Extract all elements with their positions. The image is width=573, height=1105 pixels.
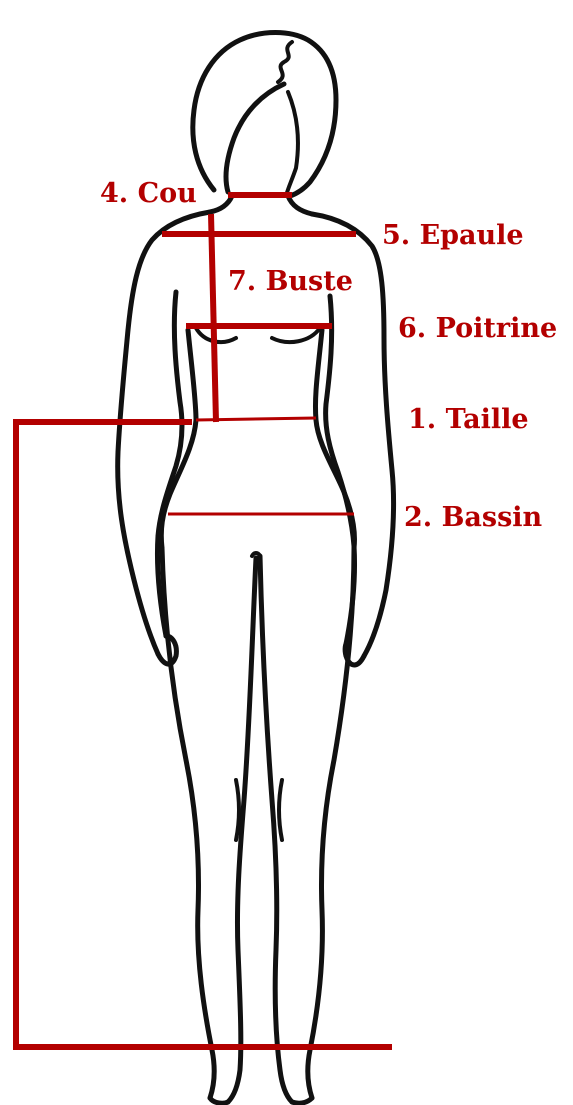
label-bassin: 2. Bassin [404, 502, 543, 533]
left-leg-inner [228, 558, 256, 1102]
label-cou: 4. Cou [100, 178, 197, 209]
neck-right [288, 196, 312, 214]
height-frame-line [16, 422, 392, 1047]
left-knee-hint [236, 780, 239, 840]
label-taille: 1. Taille [408, 404, 529, 435]
right-knee-hint [279, 780, 282, 840]
bust-length-measure-line [211, 214, 216, 422]
hair-right-strand [286, 92, 298, 196]
neck-left [210, 196, 232, 212]
measurement-lines [16, 195, 392, 1047]
face-left-contour [226, 84, 284, 192]
label-buste: 7. Buste [228, 266, 353, 297]
waist-measure-line [196, 418, 316, 420]
right-breast-curve [272, 328, 320, 342]
hair-parting [278, 42, 292, 82]
right-inner-arm [326, 296, 355, 644]
left-leg-outer [162, 548, 214, 1098]
right-leg-inner [260, 556, 292, 1102]
hair-outline [193, 33, 336, 197]
right-foot [292, 1098, 312, 1103]
label-epaule: 5. Epaule [382, 220, 524, 251]
label-poitrine: 6. Poitrine [398, 313, 557, 344]
left-foot [210, 1098, 228, 1103]
